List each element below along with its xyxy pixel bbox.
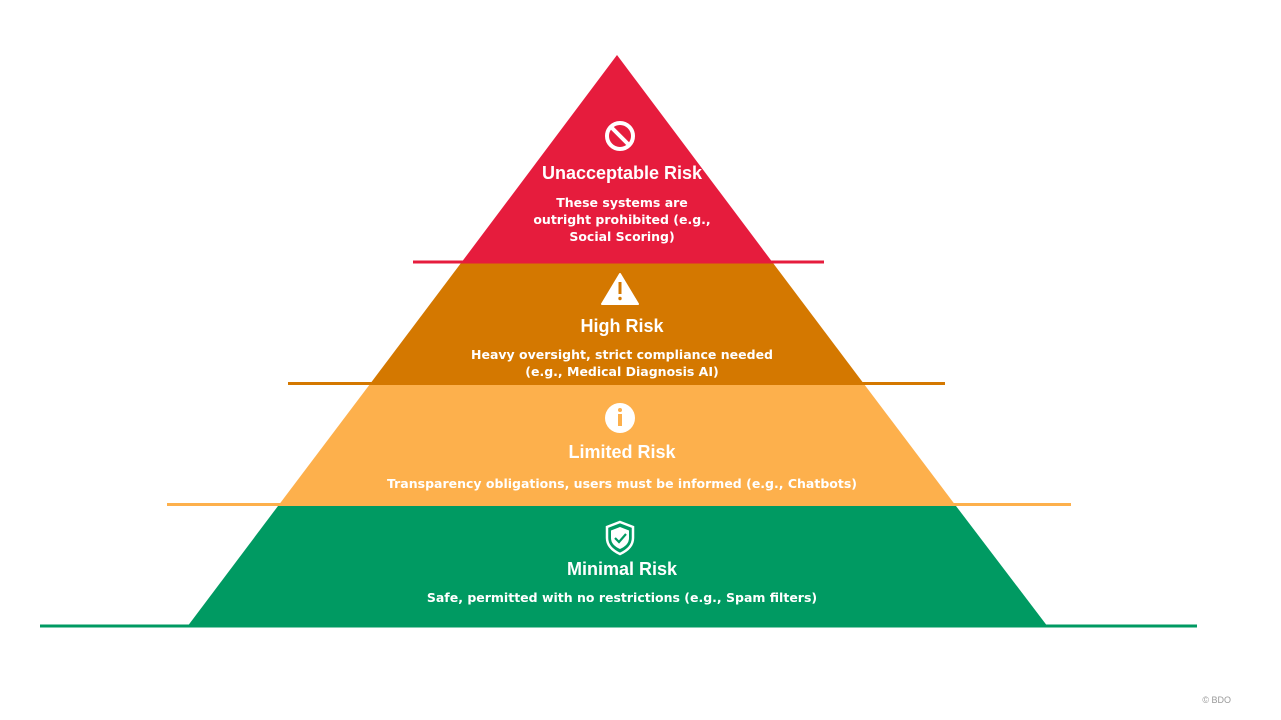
info-icon [605,403,635,433]
tier-minimal-band [187,506,1048,627]
tier-minimal-description: Safe, permitted with no restrictions (e.… [426,590,818,605]
copyright: © BDO [1202,695,1231,705]
tier-high-band [370,263,864,384]
tier-unacceptable-title: Unacceptable Risk [541,163,703,183]
shield-check-icon [605,520,635,556]
tier-unacceptable-description: These systems are outright prohibited (e… [533,195,711,244]
prohibited-icon [605,121,635,151]
tier-high-title: High Risk [580,316,664,336]
tier-high-description: Heavy oversight, strict compliance neede… [471,347,773,379]
warning-icon [601,273,639,305]
tier-limited-band [278,384,956,506]
tier-limited-title: Limited Risk [568,442,676,462]
tier-unacceptable-band [461,55,773,263]
tier-minimal-title: Minimal Risk [566,559,678,579]
tier-limited-description: Transparency obligations, users must be … [386,476,857,491]
